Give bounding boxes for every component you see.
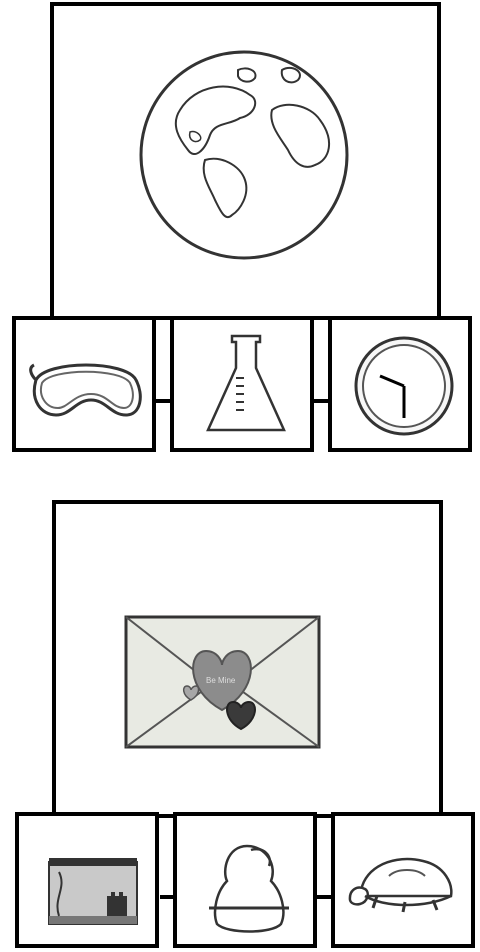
choice-1-3[interactable] xyxy=(328,316,472,452)
choice-1-1[interactable] xyxy=(12,316,156,452)
parrot-icon xyxy=(177,816,321,952)
envelope-heart-text: Be Mine xyxy=(206,676,235,685)
wall-clock-icon xyxy=(332,320,476,456)
choice-1-2[interactable] xyxy=(170,316,314,452)
choice-2-3[interactable] xyxy=(331,812,475,948)
puzzle-2-main-frame xyxy=(52,500,443,818)
safety-goggles-icon xyxy=(16,320,160,456)
choice-2-2[interactable] xyxy=(173,812,317,948)
erlenmeyer-flask-icon xyxy=(174,320,318,456)
aquarium-icon xyxy=(19,816,163,952)
puzzle-1-main-frame xyxy=(50,2,441,320)
turtle-icon xyxy=(335,816,479,952)
choice-2-1[interactable] xyxy=(15,812,159,948)
